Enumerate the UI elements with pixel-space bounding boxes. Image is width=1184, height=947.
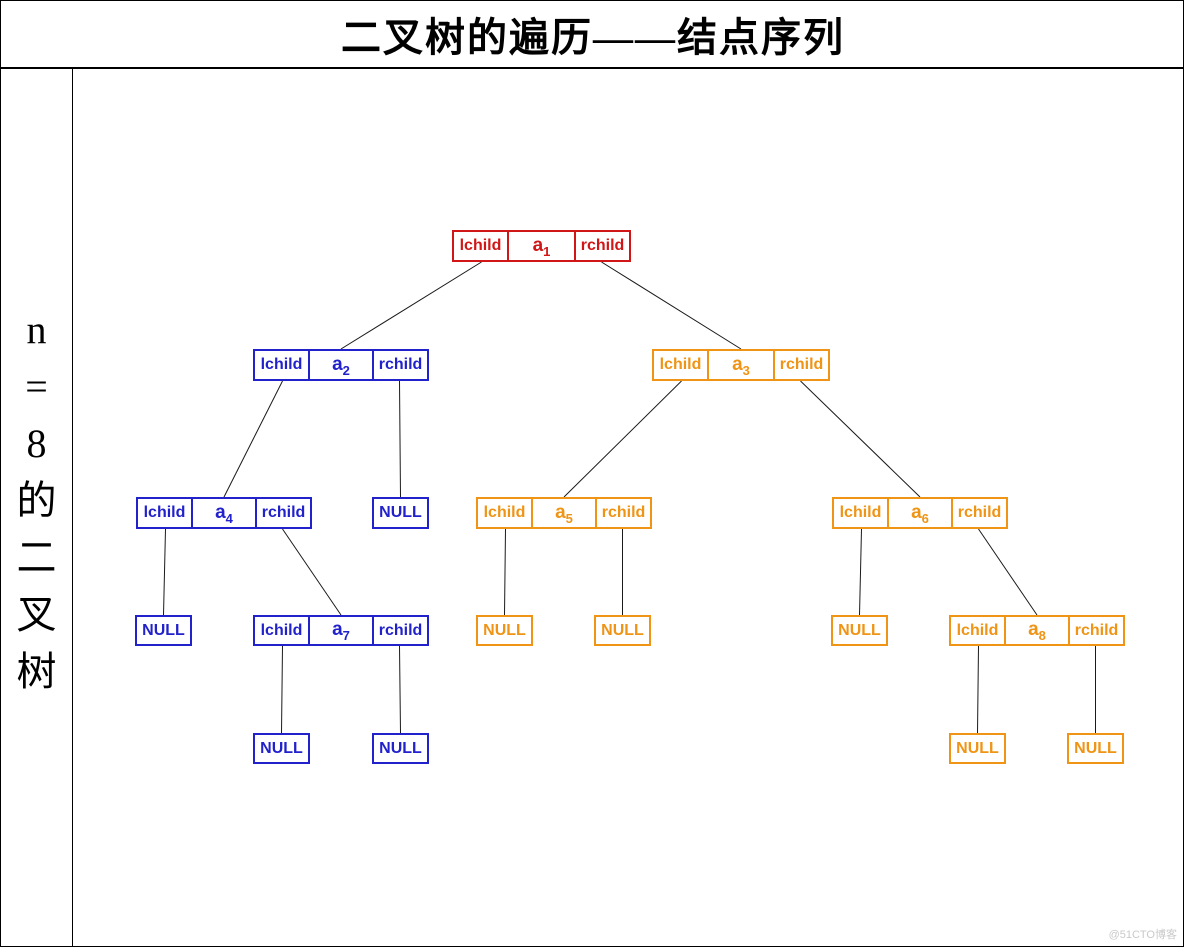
tree-edge-a4-a7 [282, 528, 342, 616]
rchild-cell: rchild [372, 351, 427, 379]
lchild-cell: lchild [255, 351, 310, 379]
null-box-n-a4-l: NULL [135, 615, 192, 646]
rchild-cell: rchild [255, 499, 310, 527]
sidebar-char: 叉 [16, 592, 57, 637]
sidebar-vertical-caption: n = 8 的二叉树 [1, 69, 73, 946]
page-title: 二叉树的遍历——结点序列 [341, 15, 845, 60]
null-box-n-a8-r: NULL [1067, 733, 1124, 764]
sidebar-char: = [25, 364, 48, 409]
sidebar-char: 的 [16, 478, 57, 523]
tree-edge-a2-n-a2-r [399, 380, 401, 498]
null-box-n-a5-r: NULL [594, 615, 651, 646]
tree-edge-a7-n-a7-l [281, 645, 283, 734]
rchild-cell: rchild [1068, 617, 1123, 644]
watermark: @51CTO博客 [1108, 929, 1177, 941]
tree-node-a3: lchild a3 rchild [652, 349, 830, 381]
node-label: a1 [532, 234, 551, 259]
rchild-cell: rchild [574, 232, 629, 260]
tree-node-a7: lchild a7 rchild [253, 615, 429, 646]
node-label: a7 [332, 619, 350, 643]
rchild-cell: rchild [372, 617, 427, 644]
lchild-cell: lchild [951, 617, 1006, 644]
node-label: a5 [555, 501, 573, 526]
title-bar: 二叉树的遍历——结点序列 [1, 1, 1183, 69]
node-label: a8 [1028, 619, 1046, 643]
rchild-cell: rchild [951, 499, 1006, 527]
null-box-n-a8-l: NULL [949, 733, 1006, 764]
node-label: a3 [732, 353, 750, 378]
tree-edge-a1-a3 [601, 261, 742, 350]
tree-node-a8: lchild a8 rchild [949, 615, 1125, 646]
null-box-n-a2-r: NULL [372, 497, 429, 529]
lchild-cell: lchild [834, 499, 889, 527]
tree-node-a1: lchild a1 rchild [452, 230, 631, 262]
tree-edge-a4-n-a4-l [163, 528, 166, 616]
tree-edge-a3-a5 [563, 380, 682, 498]
tree-edge-a8-n-a8-l [977, 645, 979, 734]
lchild-cell: lchild [654, 351, 709, 379]
tree-edge-a5-n-a5-l [504, 528, 506, 616]
lchild-cell: lchild [255, 617, 310, 644]
tree-edge-a6-a8 [978, 528, 1038, 616]
lchild-cell: lchild [454, 232, 509, 260]
tree-edge-a6-n-a6-l [859, 528, 862, 616]
lchild-cell: lchild [138, 499, 193, 527]
rchild-cell: rchild [595, 499, 650, 527]
tree-edge-a3-a6 [800, 380, 921, 498]
lchild-cell: lchild [478, 499, 533, 527]
tree-node-a5: lchild a5 rchild [476, 497, 652, 529]
sidebar-char: 树 [16, 649, 57, 694]
null-box-n-a6-l: NULL [831, 615, 888, 646]
null-box-n-a7-r: NULL [372, 733, 429, 764]
tree-node-a4: lchild a4 rchild [136, 497, 312, 529]
null-box-n-a7-l: NULL [253, 733, 310, 764]
node-label: a4 [215, 501, 233, 526]
node-label: a2 [332, 353, 350, 378]
tree-node-a6: lchild a6 rchild [832, 497, 1008, 529]
sidebar-char: 二 [16, 535, 57, 580]
tree-edge-a2-a4 [223, 380, 283, 498]
rchild-cell: rchild [773, 351, 828, 379]
sidebar-char: n [26, 307, 47, 352]
tree-edge-a1-a2 [340, 261, 482, 350]
tree-edge-a7-n-a7-r [399, 645, 401, 734]
tree-node-a2: lchild a2 rchild [253, 349, 429, 381]
node-label: a6 [911, 501, 929, 526]
null-box-n-a5-l: NULL [476, 615, 533, 646]
sidebar-char: 8 [26, 421, 47, 466]
